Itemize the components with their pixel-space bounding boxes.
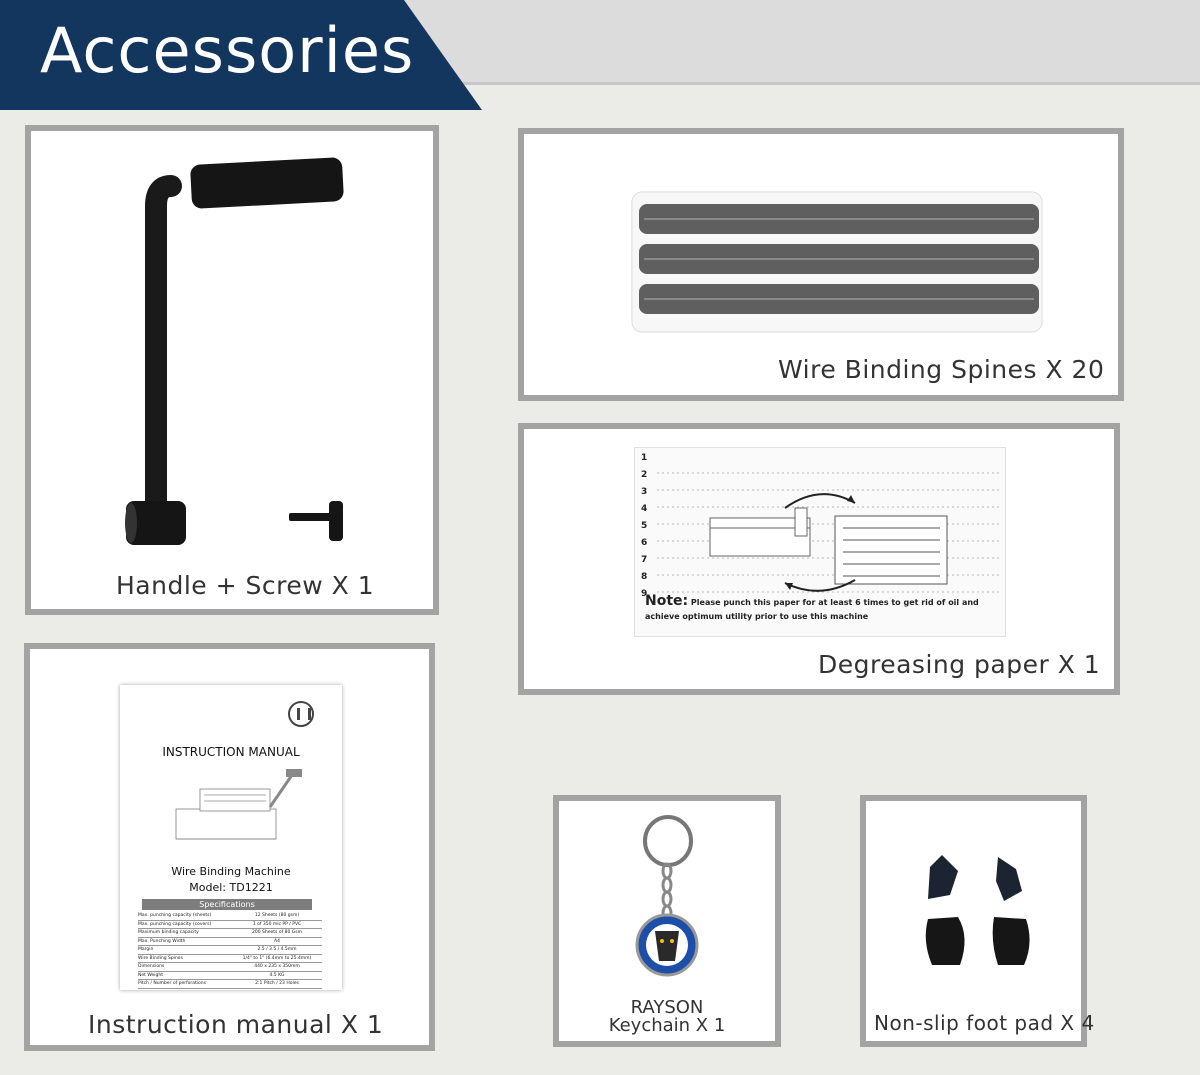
- spec-label: Max. Punching Width: [138, 938, 186, 944]
- spec-label: Pitch / Number of perforations: [138, 981, 206, 986]
- note-line-2: achieve optimum utility prior to use thi…: [645, 612, 869, 621]
- manual-product-name: Wire Binding Machine: [171, 865, 291, 878]
- line-number: 2: [641, 470, 648, 480]
- line-number: 4: [641, 504, 648, 514]
- note-text: Note: Please punch this paper for at lea…: [645, 594, 1005, 624]
- manual-logo-icon: [288, 701, 314, 727]
- note-line-1: Please punch this paper for at least 6 t…: [690, 598, 979, 607]
- spec-value: 2:1 Pitch / 23 Holes: [255, 981, 299, 986]
- spec-value: 200 Sheets of 80 Gsm: [252, 930, 302, 935]
- manual-booklet: INSTRUCTION MANUAL Wire Binding Machine …: [120, 685, 342, 990]
- spec-row: Max. punching capacity (sheets) 12 Sheets…: [138, 912, 322, 921]
- spec-row: Net Weight 4.5 KG: [138, 972, 322, 980]
- spec-row: Pitch / Number of perforations 2:1 Pitch …: [138, 980, 322, 989]
- degreasing-caption: Degreasing paper X 1: [818, 650, 1101, 679]
- page-title: Accessories: [40, 14, 415, 87]
- spec-value: 1/4" to 1" (6.4mm to 25.4mm): [242, 955, 312, 961]
- line-number: 8: [641, 572, 648, 582]
- spec-value: 12 Sheets (80 gsm): [254, 913, 300, 918]
- line-number: 5: [641, 521, 648, 531]
- handle-caption: Handle + Screw X 1: [116, 571, 375, 600]
- footpad-illustration: [925, 855, 1030, 965]
- manual-model: Model: TD1221: [189, 881, 273, 894]
- spec-label: Margin: [138, 947, 154, 952]
- spines-caption: Wire Binding Spines X 20: [778, 355, 1105, 384]
- manual-card: INSTRUCTION MANUAL Wire Binding Machine …: [24, 643, 435, 1051]
- spec-value: 1 of 350 mic PP / PVC: [252, 921, 302, 927]
- spec-label: Net Weight: [138, 972, 164, 978]
- spec-value: A4: [274, 938, 280, 944]
- line-number: 7: [641, 555, 648, 565]
- line-numbers: 1 2 3 4 5 6 7 8 9: [641, 450, 647, 603]
- keychain-illustration: [635, 815, 699, 977]
- handle-card: Handle + Screw X 1: [25, 125, 439, 615]
- spec-row: Max. Punching Width A4: [138, 938, 322, 946]
- keychain-caption-label: Keychain X 1: [608, 1015, 726, 1036]
- manual-machine-drawing: [175, 769, 302, 840]
- degreasing-paper-sheet: 1 2 3 4 5 6 7 8 9: [634, 447, 1006, 637]
- footpad-card: Non-slip foot pad X 4: [860, 795, 1094, 1047]
- line-number: 9: [641, 589, 648, 599]
- spec-value: 440 x 235 x 350mm: [254, 964, 300, 969]
- spec-value: 2.5 / 3.5 / 4.5mm: [257, 947, 297, 952]
- manual-heading: INSTRUCTION MANUAL: [162, 745, 300, 759]
- title-banner: Accessories: [0, 0, 482, 110]
- line-number: 3: [641, 487, 648, 497]
- spec-row: Margin 2.5 / 3.5 / 4.5mm: [138, 946, 322, 955]
- degreasing-card: 1 2 3 4 5 6 7 8 9: [518, 423, 1120, 695]
- spec-label: Maximum binding capacity: [138, 930, 199, 935]
- note-label: Note:: [645, 593, 689, 609]
- spec-label: Max. punching capacity (sheets): [138, 913, 212, 918]
- spec-label: Dimensions: [138, 964, 165, 969]
- spec-table: Max. punching capacity (sheets) 12 Sheets…: [138, 912, 322, 989]
- footpad-caption: Non-slip foot pad X 4: [874, 1011, 1095, 1035]
- spines-illustration: [631, 191, 1043, 333]
- spec-label: Wire Binding Spines: [138, 955, 183, 961]
- manual-caption: Instruction manual X 1: [88, 1010, 384, 1039]
- line-number: 6: [641, 538, 648, 548]
- spec-value: 4.5 KG: [269, 972, 285, 978]
- spec-table-title: Specifications: [142, 899, 312, 910]
- spines-card: Wire Binding Spines X 20: [518, 128, 1124, 401]
- spec-row: Maximum binding capacity 200 Sheets of 80…: [138, 929, 322, 938]
- machine-diagram: [657, 472, 1000, 593]
- spec-row: Max. punching capacity (covers) 1 of 350 …: [138, 921, 322, 929]
- handle-illustration: [125, 157, 344, 545]
- spec-label: Max. punching capacity (covers): [138, 921, 212, 927]
- line-number: 1: [641, 453, 648, 463]
- top-bar-divider: [0, 82, 1200, 85]
- keychain-card: RAYSON Keychain X 1: [553, 795, 781, 1047]
- keychain-caption-brand: RAYSON: [630, 997, 704, 1018]
- spec-row: Wire Binding Spines 1/4" to 1" (6.4mm to …: [138, 955, 322, 963]
- spec-row: Dimensions 440 x 235 x 350mm: [138, 963, 322, 972]
